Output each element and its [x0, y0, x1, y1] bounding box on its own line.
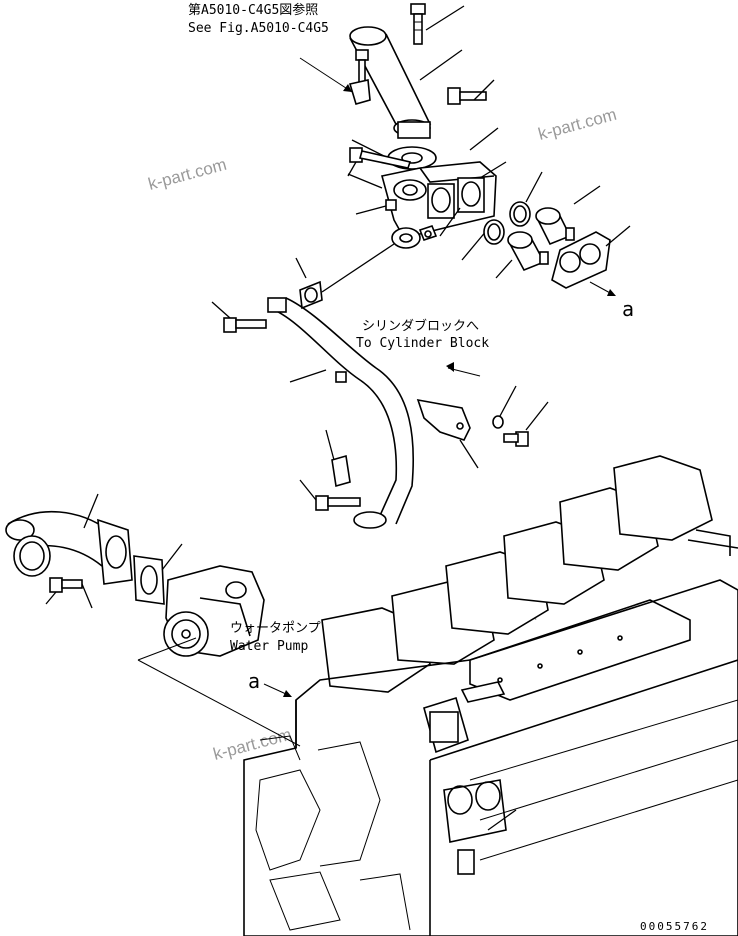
inlet-elbow [5, 510, 133, 585]
part-number: 00055762 [640, 920, 709, 933]
o-ring-lower [483, 219, 505, 245]
leader-tube-bolt [211, 301, 231, 319]
cylinder-block-arrow [446, 362, 454, 372]
tube-clip [331, 454, 351, 488]
leader-housing-body [347, 173, 383, 189]
reference-label-en: See Fig.A5010-C4G5 [188, 21, 329, 36]
leader-thermostat-upper [573, 185, 601, 205]
clip-bolt [315, 495, 361, 511]
leader-inlet-bolt [45, 591, 57, 605]
leader-wing-nut [439, 207, 461, 237]
leader-clip-bolt [299, 479, 317, 501]
leader-washer [499, 385, 517, 417]
arrow-a-left-head [283, 690, 292, 697]
hose-ring [299, 280, 323, 310]
leader-o-ring-upper [525, 171, 543, 203]
water-pump [163, 565, 265, 657]
water-tube [267, 297, 415, 529]
arrow-a-left [263, 683, 287, 695]
housing-plug [385, 199, 397, 211]
leader-housing-top [469, 127, 499, 151]
thermostat-gasket [551, 231, 611, 289]
leader-inlet-elbow [83, 493, 99, 529]
engine-block [243, 455, 738, 936]
inlet-gasket [133, 555, 165, 605]
outlet-pipe [349, 26, 432, 139]
top-bolt [410, 3, 426, 45]
reference-label-jp: 第A5010-C4G5図参照 [188, 2, 318, 18]
inlet-bolt [49, 577, 83, 593]
leader-bolt-right-upper [473, 79, 495, 101]
leader-water-tube [289, 369, 327, 383]
leader-top-bolt [425, 5, 465, 31]
leader-inlet-gasket [161, 543, 183, 571]
reference-leader [299, 57, 353, 93]
watermark-top-left: k-part.com [146, 155, 228, 194]
marker-a-right: a [622, 297, 634, 321]
water-pump-leader [137, 659, 301, 747]
leader-bracket [459, 439, 479, 469]
bolt-right-upper [447, 87, 487, 105]
cylinder-block-label-jp: シリンダブロックへ [362, 318, 479, 334]
water-pump-leader-b [137, 637, 197, 661]
o-ring-upper [509, 201, 531, 227]
reference-arrow [343, 84, 352, 92]
wing-nut [418, 225, 438, 241]
leader-inlet-bolt-pump [81, 583, 93, 609]
thermostat-housing [381, 161, 497, 249]
clip-bracket [348, 79, 371, 105]
leader-hose-ring [295, 257, 307, 279]
leader-thermostat-lower [495, 259, 513, 279]
leader-bracket-bolt [525, 401, 549, 431]
thermostat-lower [507, 231, 549, 272]
support-bracket [416, 398, 471, 441]
tube-bolt [223, 317, 267, 333]
long-bolt-left [349, 147, 412, 169]
leader-housing-plug [355, 205, 387, 215]
arrow-to-a-head [607, 289, 616, 296]
leader-engine-detail [487, 809, 517, 831]
bracket-bolt [503, 431, 529, 447]
cylinder-block-label-en: To Cylinder Block [356, 336, 489, 351]
leader-housing-to-ring [321, 243, 395, 293]
watermark-top-right: k-part.com [536, 105, 618, 144]
marker-a-left: a [248, 669, 260, 693]
leader-housing-side [479, 161, 507, 179]
washer [492, 415, 504, 429]
small-bolt-bracket [355, 49, 369, 83]
water-pump-label-jp: ウォータポンプ [230, 621, 321, 636]
arrow-to-a [589, 281, 613, 295]
leader-thermostat-gasket [605, 225, 631, 247]
leader-outlet-pipe [419, 49, 463, 81]
thermostat-upper [535, 207, 575, 246]
water-pump-label-en: Water Pump [230, 639, 308, 654]
leader-long-bolt [347, 161, 357, 177]
leader-tube-clip [325, 429, 335, 461]
